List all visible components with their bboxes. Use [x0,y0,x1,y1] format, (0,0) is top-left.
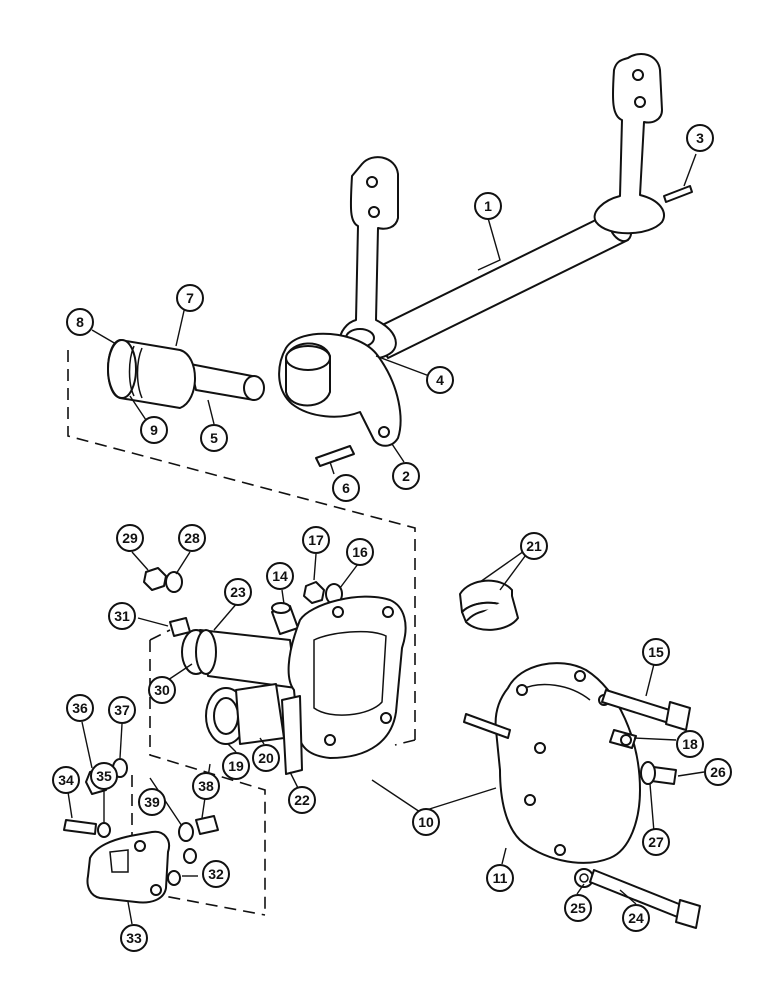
callout-29: 29 [116,524,144,552]
callout-23-label: 23 [230,584,246,600]
callout-28-label: 28 [184,530,200,546]
callout-35: 35 [90,762,118,790]
callout-21: 21 [520,532,548,560]
callout-36: 36 [66,694,94,722]
callout-28: 28 [178,524,206,552]
callout-9-label: 9 [150,422,158,438]
callouts: 1 2 3 4 5 6 7 8 9 10 11 14 15 16 17 18 1… [52,124,732,952]
callout-20-label: 20 [258,750,274,766]
callout-20: 20 [252,744,280,772]
callout-14: 14 [266,562,294,590]
callout-25-label: 25 [570,900,586,916]
callout-17-label: 17 [308,532,324,548]
callout-16-label: 16 [352,544,368,560]
callout-4-label: 4 [436,372,444,388]
callout-9: 9 [140,416,168,444]
callout-26-label: 26 [710,764,726,780]
callout-17: 17 [302,526,330,554]
callout-25: 25 [564,894,592,922]
callout-33: 33 [120,924,148,952]
callout-5-label: 5 [210,430,218,446]
callout-24: 24 [622,904,650,932]
callout-22: 22 [288,786,316,814]
callout-37: 37 [108,696,136,724]
callout-2: 2 [392,462,420,490]
callout-31-label: 31 [114,608,130,624]
callout-34: 34 [52,766,80,794]
callout-8: 8 [66,308,94,336]
callout-32: 32 [202,860,230,888]
callout-33-label: 33 [126,930,142,946]
callout-32-label: 32 [208,866,224,882]
callout-3: 3 [686,124,714,152]
callout-35-label: 35 [96,768,112,784]
callout-2-label: 2 [402,468,410,484]
callout-37-label: 37 [114,702,130,718]
callout-14-label: 14 [272,568,288,584]
valve-body-assembly [143,567,407,775]
callout-29-label: 29 [122,530,138,546]
cross-shaft-assembly [278,53,693,467]
callout-7: 7 [176,284,204,312]
bearing-shells [459,579,519,631]
callout-10-label: 10 [418,814,434,830]
callout-11: 11 [486,864,514,892]
callout-18: 18 [676,730,704,758]
callout-7-label: 7 [186,290,194,306]
callout-22-label: 22 [294,792,310,808]
callout-19: 19 [222,752,250,780]
callout-38-label: 38 [198,778,214,794]
piston-assembly [107,339,265,409]
callout-10: 10 [412,808,440,836]
callout-30-label: 30 [154,682,170,698]
callout-15-label: 15 [648,644,664,660]
callout-39-label: 39 [144,794,160,810]
callout-5: 5 [200,424,228,452]
callout-4: 4 [426,366,454,394]
callout-3-label: 3 [696,130,704,146]
callout-38: 38 [192,772,220,800]
callout-1: 1 [474,192,502,220]
callout-19-label: 19 [228,758,244,774]
callout-16: 16 [346,538,374,566]
cover-assembly [463,662,701,929]
callout-24-label: 24 [628,910,644,926]
callout-6: 6 [332,474,360,502]
callout-1-label: 1 [484,198,492,214]
callout-30: 30 [148,676,176,704]
callout-26: 26 [704,758,732,786]
callout-11-label: 11 [493,870,508,886]
callout-27: 27 [642,828,670,856]
callout-6-label: 6 [342,480,350,496]
callout-21-label: 21 [526,538,542,554]
callout-15: 15 [642,638,670,666]
callout-23: 23 [224,578,252,606]
callout-27-label: 27 [648,834,664,850]
callout-8-label: 8 [76,314,84,330]
callout-36-label: 36 [72,700,88,716]
callout-18-label: 18 [682,736,698,752]
callout-31: 31 [108,602,136,630]
callout-34-label: 34 [58,772,74,788]
callout-39: 39 [138,788,166,816]
